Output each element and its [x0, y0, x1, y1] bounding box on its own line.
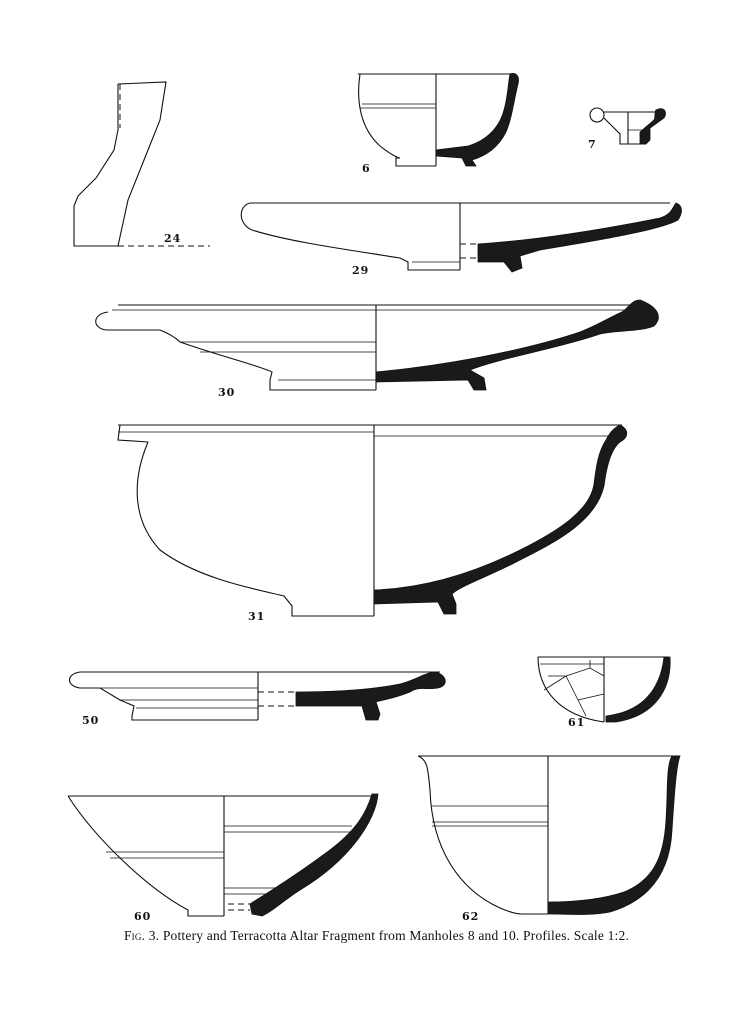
profile-62-deep-bowl: 62	[417, 755, 681, 923]
profile-number-7: 7	[588, 138, 597, 151]
profile-29-dish: 29	[240, 202, 682, 277]
figure-caption-prefix: Fig. 3.	[123, 928, 160, 943]
profile-61-hemispherical-cup: 61	[537, 656, 671, 729]
profile-6-cup: 6	[358, 73, 519, 175]
profile-60-conical-bowl: 60	[67, 793, 379, 923]
profile-50-plate: 50	[68, 671, 446, 727]
profile-number-24: 24	[164, 232, 181, 245]
profile-number-29: 29	[352, 264, 369, 277]
profile-7-miniature-cup: 7	[588, 107, 666, 151]
profile-30-plate: 30	[95, 299, 659, 399]
profile-31-deep-bowl: 31	[117, 424, 628, 623]
profile-24-altar-fragment: 24	[73, 81, 210, 247]
profile-number-61: 61	[568, 716, 585, 729]
profile-number-31: 31	[248, 610, 265, 623]
figure-caption: Fig. 3. Pottery and Terracotta Altar Fra…	[40, 928, 713, 944]
figure-caption-text: Pottery and Terracotta Altar Fragment fr…	[162, 928, 630, 943]
profile-number-62: 62	[462, 910, 479, 923]
profile-number-30: 30	[218, 386, 235, 399]
profile-number-60: 60	[134, 910, 151, 923]
profile-number-6: 6	[362, 162, 371, 175]
profile-number-50: 50	[82, 714, 99, 727]
